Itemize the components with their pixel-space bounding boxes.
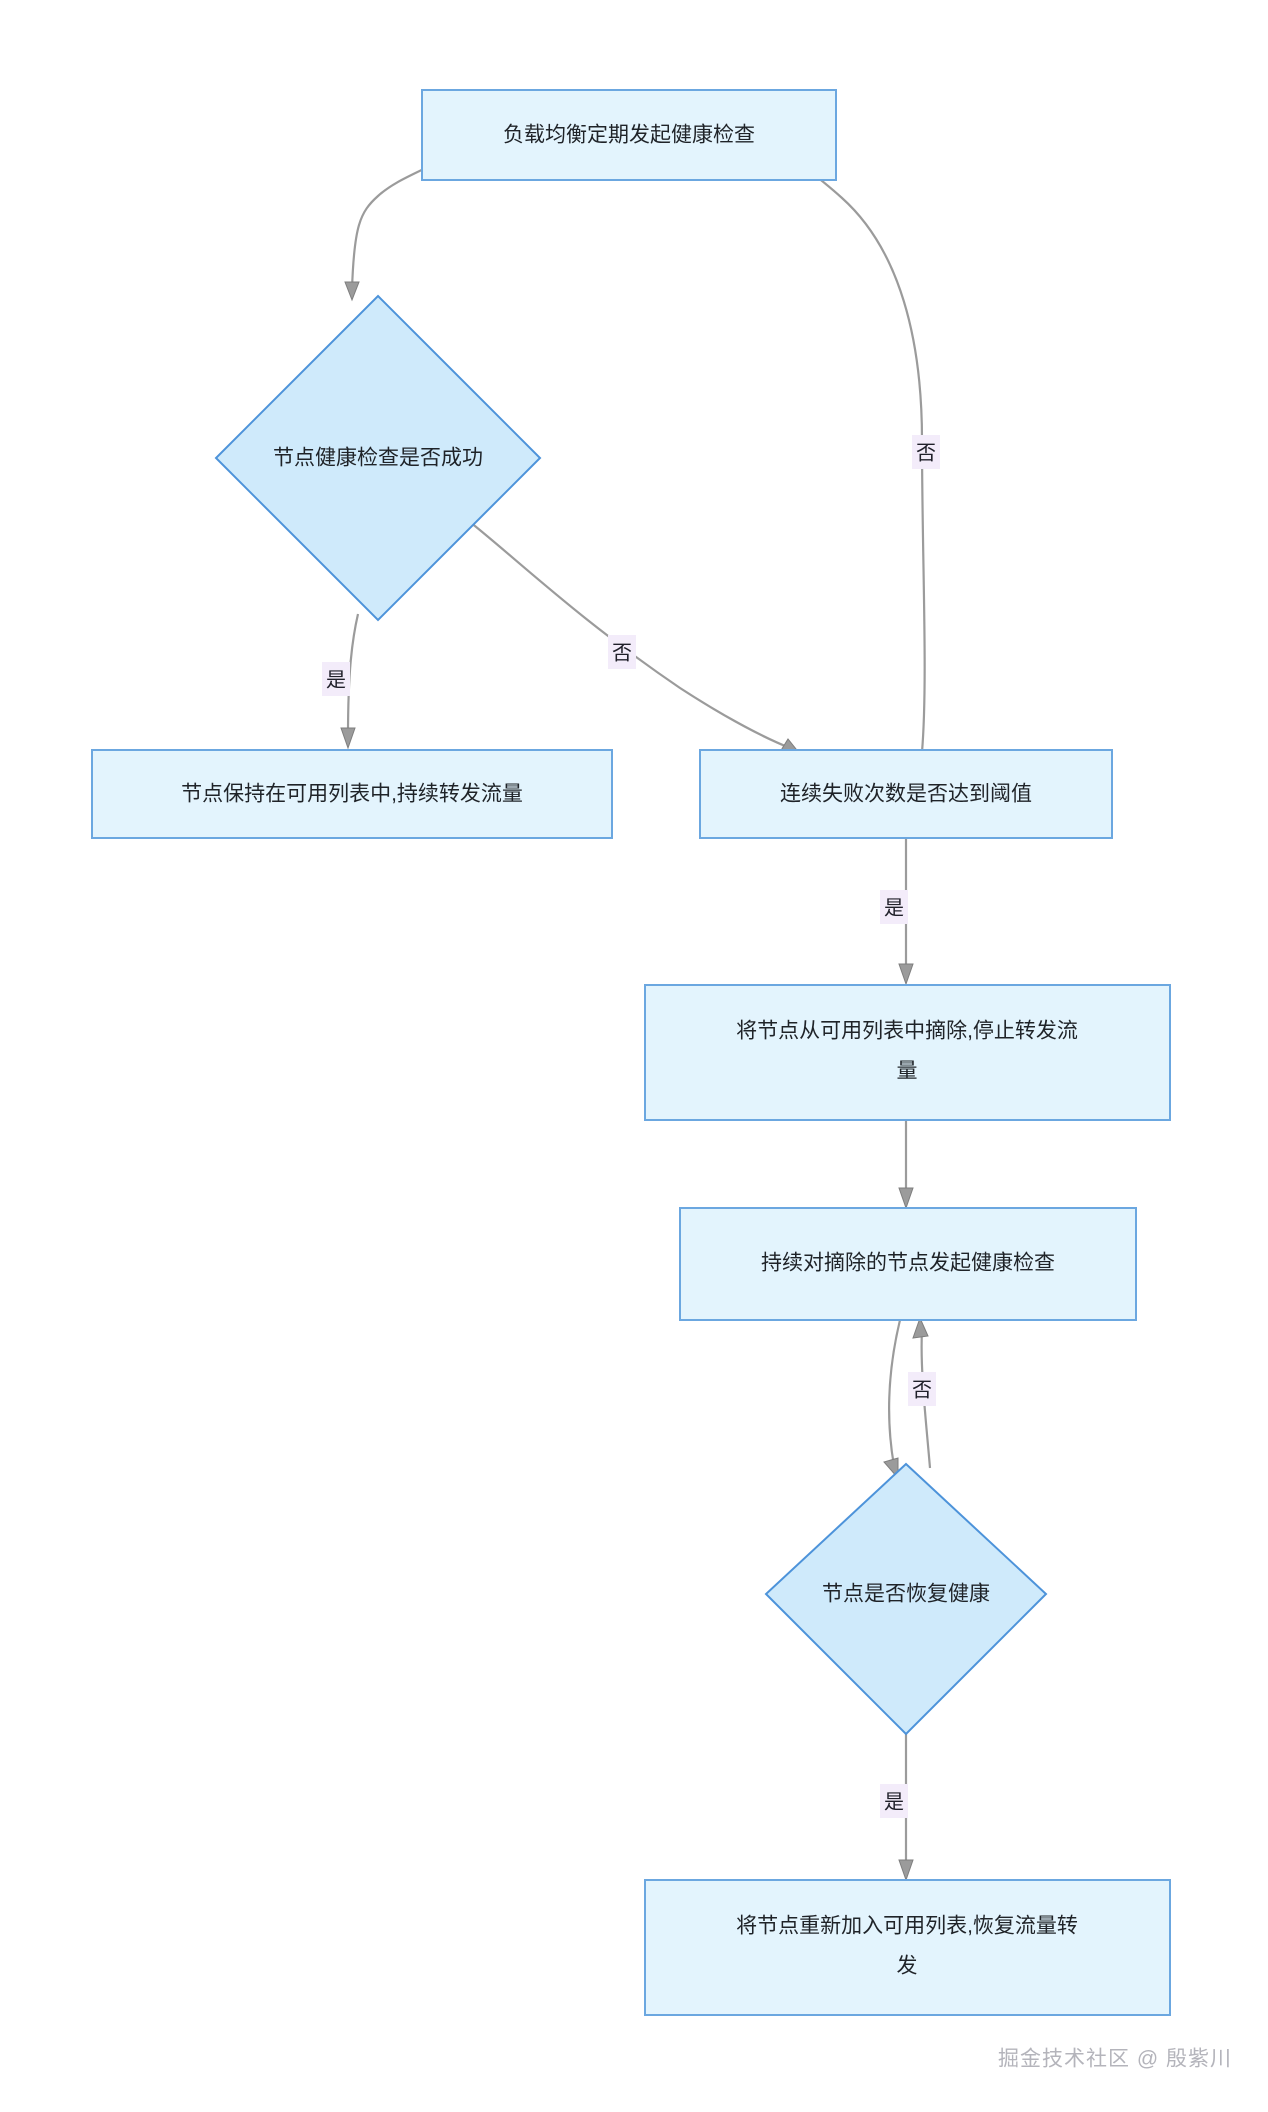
node-start-health-check[interactable]: 负载均衡定期发起健康检查 bbox=[421, 89, 837, 181]
node-keep-node-in-pool[interactable]: 节点保持在可用列表中,持续转发流量 bbox=[91, 749, 613, 839]
watermark-label: 掘金技术社区 @ 殷紫川 bbox=[998, 2048, 1232, 2071]
edge-label-no: 否 bbox=[916, 442, 936, 464]
edge-threshold-no-to-start: 否 bbox=[779, 147, 940, 753]
edge-check-success-no-to-threshold: 否 bbox=[469, 521, 802, 755]
edge-check-success-yes-to-keep-node: 是 bbox=[322, 613, 360, 750]
edge-recovered-yes-to-restore-node: 是 bbox=[880, 1734, 914, 1882]
node-shape-rect bbox=[644, 984, 1171, 1121]
edge-path bbox=[346, 613, 360, 737]
node-restore-node-to-pool[interactable]: 将节点重新加入可用列表,恢复流量转 发 bbox=[644, 1879, 1171, 2016]
node-label: 负载均衡定期发起健康检查 bbox=[503, 124, 755, 147]
node-shape-rect bbox=[91, 749, 613, 839]
node-label: 将节点重新加入可用列表,恢复流量转 bbox=[736, 1915, 1078, 1938]
edge-path bbox=[789, 155, 926, 753]
edge-remove-node-to-recheck bbox=[898, 1120, 914, 1210]
node-label: 将节点从可用列表中摘除,停止转发流 bbox=[736, 1020, 1078, 1043]
arrow-head-icon bbox=[344, 281, 360, 302]
arrow-head-icon bbox=[898, 963, 914, 986]
node-remove-node-from-pool[interactable]: 将节点从可用列表中摘除,停止转发流 量 bbox=[644, 984, 1171, 1121]
node-shape-rect bbox=[421, 89, 837, 181]
arrow-head-icon bbox=[883, 1457, 899, 1480]
edge-label-background bbox=[880, 1784, 908, 1818]
edge-label-no: 否 bbox=[912, 1379, 932, 1401]
node-shape-rect bbox=[644, 1879, 1171, 2016]
edge-label-background bbox=[908, 1372, 936, 1406]
node-label: 节点保持在可用列表中,持续转发流量 bbox=[181, 783, 523, 806]
edge-label-no: 否 bbox=[612, 642, 632, 664]
arrow-head-icon bbox=[898, 1859, 914, 1882]
node-label: 持续对摘除的节点发起健康检查 bbox=[761, 1252, 1055, 1275]
node-label: 连续失败次数是否达到阈值 bbox=[780, 783, 1032, 806]
node-shape-rect bbox=[699, 749, 1113, 839]
node-continuous-recheck[interactable]: 持续对摘除的节点发起健康检查 bbox=[679, 1207, 1137, 1321]
edge-recovered-no-to-recheck: 否 bbox=[908, 1316, 936, 1469]
node-decision-node-recovered[interactable]: 节点是否恢复健康 bbox=[764, 1462, 1048, 1736]
node-shape-rect bbox=[679, 1207, 1137, 1321]
node-label-line2: 发 bbox=[897, 1955, 918, 1978]
arrow-head-icon bbox=[912, 1316, 929, 1339]
node-label: 节点健康检查是否成功 bbox=[273, 447, 483, 470]
edge-label-background bbox=[880, 890, 908, 924]
node-label: 节点是否恢复健康 bbox=[822, 1583, 990, 1606]
edge-path bbox=[888, 1319, 902, 1467]
node-decision-failure-threshold[interactable]: 连续失败次数是否达到阈值 bbox=[699, 749, 1113, 839]
arrow-head-icon bbox=[898, 1187, 914, 1210]
edge-path bbox=[469, 521, 791, 750]
edge-recheck-to-recovered-decision bbox=[883, 1319, 902, 1480]
edge-label-background bbox=[322, 662, 350, 696]
edge-label-yes: 是 bbox=[884, 1791, 904, 1813]
edge-label-yes: 是 bbox=[326, 669, 346, 691]
node-label-line2: 量 bbox=[897, 1060, 918, 1083]
arrow-head-icon bbox=[340, 727, 356, 750]
node-shape-diamond bbox=[764, 1462, 1048, 1736]
node-decision-check-success[interactable]: 节点健康检查是否成功 bbox=[214, 294, 542, 622]
node-shape-diamond bbox=[214, 294, 542, 622]
edge-label-yes: 是 bbox=[884, 897, 904, 919]
edge-threshold-yes-to-remove-node: 是 bbox=[880, 832, 914, 986]
edge-label-background bbox=[912, 435, 940, 469]
edge-label-background bbox=[608, 635, 636, 669]
